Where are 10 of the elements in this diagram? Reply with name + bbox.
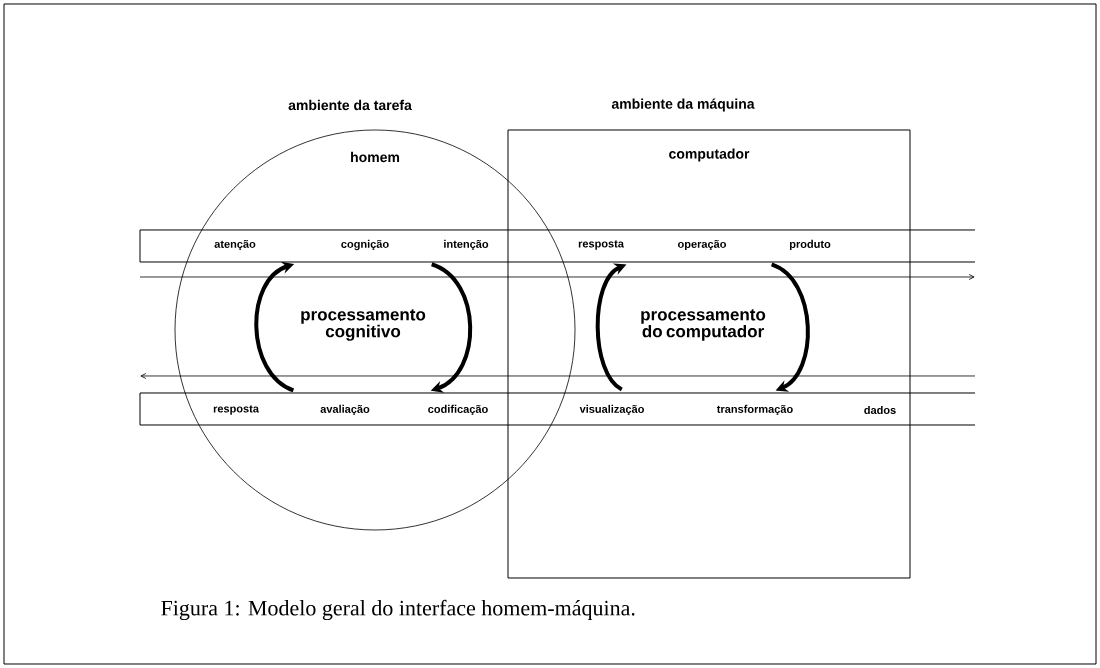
node-label: processamento do computador — [641, 309, 766, 341]
band: resposta avaliação codificação visualização transformação dados — [139, 392, 976, 426]
curved-arrow — [430, 262, 473, 393]
band: atenção cognição intenção resposta operação produto — [139, 229, 976, 263]
heading: ambiente da máquina — [611, 98, 755, 112]
curved-arrow — [770, 262, 810, 392]
heading: ambiente da tarefa — [288, 99, 412, 111]
node-label: processamento cognitivo — [301, 309, 426, 341]
caption: Figura 1: Modelo geral do interface homem-máquina. — [161, 599, 635, 621]
curved-arrow — [254, 261, 295, 393]
